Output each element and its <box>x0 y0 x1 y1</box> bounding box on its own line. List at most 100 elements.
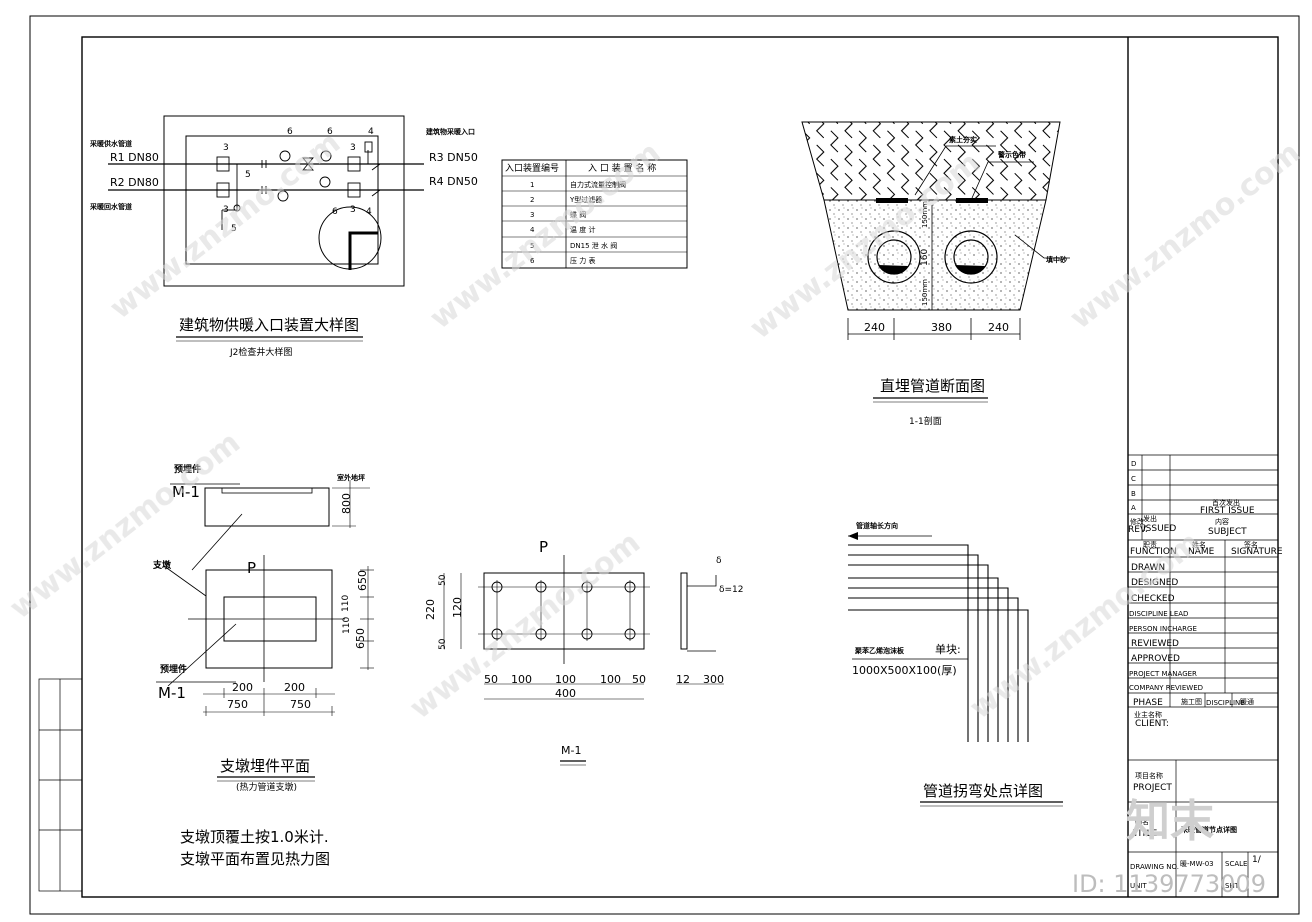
title-cn: 图名 <box>1135 817 1149 826</box>
table-row-no: 3 <box>530 211 534 219</box>
m1-bottom: M-1 <box>158 684 186 702</box>
sand-label: 填中砂 <box>1046 255 1067 264</box>
watermark-5: www.znzmo.com <box>403 525 647 726</box>
table-header-name: 入 口 装 置 名 称 <box>588 162 656 174</box>
dim-240-right: 240 <box>988 321 1009 334</box>
tape-label: 警示色带 <box>998 150 1026 159</box>
plate-p-label: P <box>539 538 548 556</box>
callout-6c: 6 <box>332 207 338 217</box>
role-checked: CHECKED <box>1131 594 1175 604</box>
entrance-title: 建筑物供暖入口装置大样图 <box>179 316 359 334</box>
ground-label: 室外地坪 <box>337 473 365 482</box>
table-header-no: 入口装置编号 <box>505 162 559 174</box>
signature-cn: 签名 <box>1244 540 1258 549</box>
role-person-incharge: PERSON INCHARGE <box>1129 625 1197 633</box>
callout-6b: 6 <box>327 127 333 137</box>
dim-100-a: 100 <box>511 673 532 686</box>
dim-50-top: 50 <box>438 574 448 586</box>
watermark-7: www.znzmo.com <box>1063 135 1307 336</box>
subject-label: SUBJECT <box>1208 527 1247 537</box>
plate-m1: P 50 120 50 220 50 100 100 100 50 400 <box>424 538 744 766</box>
dim-100-b: 100 <box>555 673 576 686</box>
function-label: FUNCTION <box>1130 547 1177 557</box>
subject-cn: 内容 <box>1215 517 1229 526</box>
pipe-label-right: DN80 <box>965 256 987 264</box>
role-approved: APPROVED <box>1131 654 1180 664</box>
r3-label: R3 DN50 <box>429 151 478 164</box>
pier-plan: 800 室外地坪 P 预埋件 M-1 支墩 预埋件 M-1 650 110 11… <box>152 463 374 868</box>
scale-label: SCALE <box>1225 860 1247 868</box>
signature-label: SIGNATURE <box>1231 547 1283 557</box>
role-reviewed: REVIEWED <box>1131 639 1179 649</box>
brand-watermark: 知末 <box>1126 796 1214 847</box>
units-label: UNIT <box>1130 882 1147 890</box>
callout-4a: 4 <box>368 127 374 137</box>
dim-200-left: 200 <box>232 681 253 694</box>
r4-label: R4 DN50 <box>429 175 478 188</box>
rev-label: REV. <box>1128 525 1148 535</box>
dim-200-right: 200 <box>284 681 305 694</box>
client-cn: 业主名称 <box>1134 710 1162 719</box>
table-row-no: 4 <box>530 226 535 234</box>
sheet-value: 1/ <box>1252 855 1262 865</box>
buried-subtitle: 1-1剖面 <box>909 415 942 427</box>
buried-title: 直埋管道断面图 <box>880 377 985 395</box>
supply-pipe-label: 采暖供水管道 <box>89 139 132 148</box>
discipline-label: DISCIPLINE <box>1206 699 1245 707</box>
buried-pipe-section: DN80 DN80 150mm 160 150mm 240 380 240 素土… <box>801 121 1070 427</box>
callout-3a: 3 <box>223 143 229 153</box>
side-dim-300: 300 <box>703 673 724 686</box>
table-row-name: 压 力 表 <box>570 256 595 265</box>
dim-800: 800 <box>340 493 353 514</box>
dim-750-right: 750 <box>290 698 311 711</box>
role-project-manager: PROJECT MANAGER <box>1129 670 1197 678</box>
discipline-value: 暖通 <box>1240 697 1254 706</box>
board-label: 聚苯乙烯泡沫板 <box>854 646 905 655</box>
watermark-id: ID: 1139773009 <box>1072 870 1266 898</box>
pipe-label-left: DN80 <box>888 256 910 264</box>
bend-detail: 管道轴长方向 聚苯乙烯泡沫板 单块: 1000X500X100(厚) 管道拐弯处… <box>848 521 1063 807</box>
table-row-no: 2 <box>530 196 534 204</box>
project-label: PROJECT <box>1133 783 1172 793</box>
pier-note-2: 支墩平面布置见热力图 <box>180 850 330 868</box>
rev-cn: 修改 <box>1130 517 1144 526</box>
rev-d: D <box>1131 460 1136 468</box>
drawing-no-label: DRAWING NO. <box>1130 863 1179 871</box>
rev-c: C <box>1131 475 1136 483</box>
left-stamp-table <box>38 678 83 892</box>
inner-border <box>81 36 1279 898</box>
dim-120: 120 <box>451 597 464 618</box>
table-row-no: 5 <box>530 242 534 250</box>
dim-110-bottom: 110 <box>342 617 352 634</box>
dim-110-top: 110 <box>341 595 351 612</box>
table-row-name: Y型过滤器 <box>569 195 602 204</box>
phase-value: 施工图 <box>1181 697 1202 706</box>
size-label: 1000X500X100(厚) <box>852 664 957 677</box>
vdim-mid: 160 <box>920 249 930 266</box>
callout-3d: 3 <box>350 205 356 215</box>
r2-label: R2 DN80 <box>110 176 159 189</box>
pier-subtitle: (热力管道支墩) <box>236 781 297 793</box>
issued-cn: 发出 <box>1143 514 1157 523</box>
dim-50-left: 50 <box>484 673 498 686</box>
callout-3b: 3 <box>350 143 356 153</box>
flow-label: 管道轴长方向 <box>856 521 898 530</box>
name-label: NAME <box>1188 547 1215 557</box>
role-discipline-lead: DISCIPLINE LEAD <box>1129 610 1188 618</box>
callout-5a: 5 <box>245 170 251 180</box>
side-dim-12: 12 <box>676 673 690 686</box>
pier-title: 支墩埋件平面 <box>220 757 310 775</box>
device-table: 入口装置编号 入 口 装 置 名 称 1 自力式流量控制阀 2 Y型过滤器 3 … <box>501 159 688 269</box>
plate-title: M-1 <box>561 744 581 757</box>
embed-label-bottom: 预埋件 <box>160 663 187 675</box>
dim-220: 220 <box>424 599 437 620</box>
dim-240-left: 240 <box>864 321 885 334</box>
callout-3c: 3 <box>223 205 229 215</box>
callout-6a: 6 <box>287 127 293 137</box>
role-designed: DESIGNED <box>1131 578 1178 588</box>
dim-650-top: 650 <box>356 570 369 591</box>
vdim-top: 150mm <box>921 201 929 228</box>
phase-label: PHASE <box>1133 698 1163 708</box>
sheet-label: SHT <box>1225 882 1240 890</box>
